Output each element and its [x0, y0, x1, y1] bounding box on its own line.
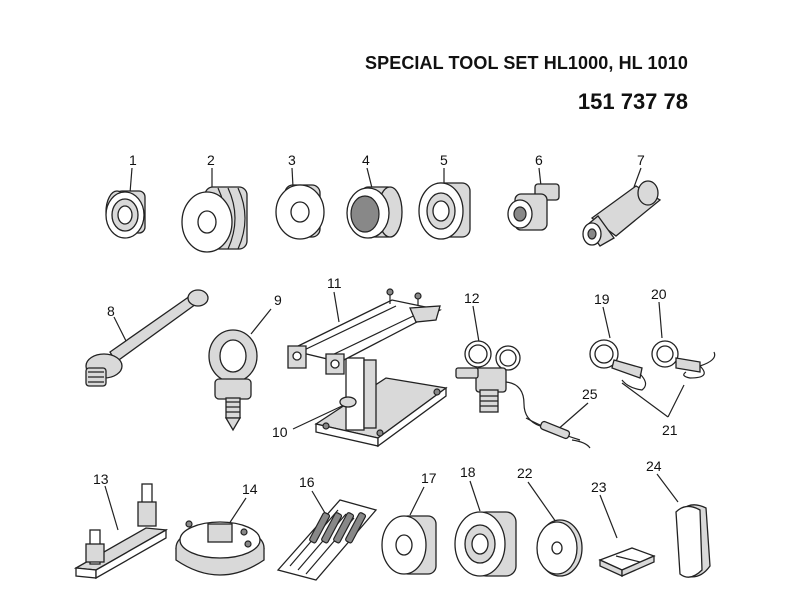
diagram-title: SPECIAL TOOL SET HL1000, HL 1010: [365, 53, 688, 73]
tool-16-pin-holder: [276, 499, 378, 581]
tool-25-hose: [525, 417, 591, 449]
callout-1: 1: [129, 152, 137, 168]
callout-23: 23: [591, 479, 607, 495]
callout-18: 18: [460, 464, 476, 480]
callout-11: 11: [327, 275, 342, 291]
callout-14: 14: [242, 481, 258, 497]
callout-13: 13: [93, 471, 109, 487]
callout-10: 10: [272, 424, 288, 440]
callout-21: 21: [662, 422, 678, 438]
tool-20-gauge: [651, 340, 716, 379]
tool-6-sleeve: [507, 183, 560, 231]
part-number: 151 737 78: [577, 89, 688, 114]
callout-2: 2: [207, 152, 215, 168]
tool-17-drift: [381, 515, 437, 575]
callout-labels: 1 2 3 4 5 6 7 8 9 10 11 12 13 14 16 17 1…: [93, 152, 678, 497]
tool-10-11-stand: [287, 288, 448, 448]
callout-4: 4: [362, 152, 370, 168]
tool-7-mandrel: [582, 180, 662, 247]
tool-2-drift: [181, 186, 248, 253]
callout-8: 8: [107, 303, 115, 319]
callout-5: 5: [440, 152, 448, 168]
callout-7: 7: [637, 152, 645, 168]
tool-8-shaft: [85, 289, 209, 387]
callout-19: 19: [594, 291, 610, 307]
tool-1-drift: [105, 190, 146, 239]
tool-19-gauge: [589, 339, 647, 391]
tool-22-washer: [536, 519, 583, 577]
tool-12-regulator: [455, 340, 541, 427]
tool-9-eyebolt: [208, 329, 258, 432]
tool-4-drift: [346, 186, 403, 239]
tool-18-drift: [454, 511, 517, 577]
tool-14-plate: [175, 520, 265, 576]
callout-3: 3: [288, 152, 296, 168]
callout-12: 12: [464, 290, 480, 306]
callout-6: 6: [535, 152, 543, 168]
callout-16: 16: [299, 474, 315, 490]
callout-20: 20: [651, 286, 667, 302]
callout-17: 17: [421, 470, 437, 486]
tool-23-block: [598, 547, 656, 578]
tool-5-drift: [418, 182, 471, 240]
callout-25: 25: [582, 386, 598, 402]
callout-24: 24: [646, 458, 662, 474]
tool-13-pin-base: [73, 483, 169, 580]
tool-24-shell: [675, 504, 711, 578]
callout-9: 9: [274, 292, 282, 308]
tool-3-drift: [275, 184, 325, 240]
callout-22: 22: [517, 465, 533, 481]
